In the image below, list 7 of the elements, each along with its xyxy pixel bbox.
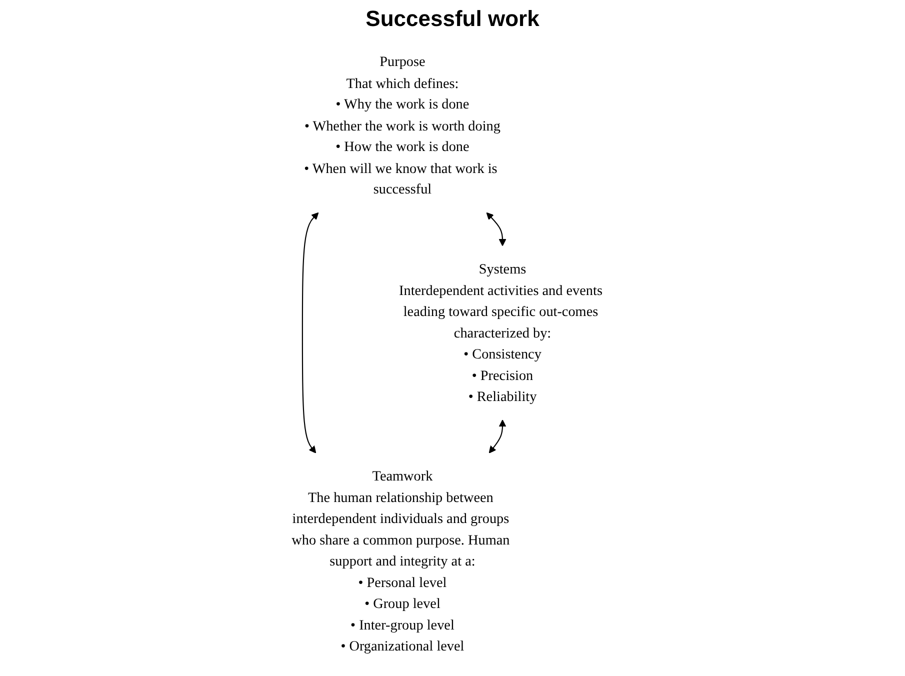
center-label: Successful work [366,6,540,32]
arrow [302,212,319,454]
node-text: Purpose That which defines: • Why the work is done • Whether the work is worth doing • How the work is done • When will we know that work is successful [304,54,500,198]
arrow [486,212,506,246]
arrow [488,420,506,454]
node-text: Systems Interdependent activities and events leading toward specific out-comes characterized by: • Consistency • Precision • Reliability [399,260,602,404]
node-text: Teamwork The human relationship between interdependent individuals and groups who share a common purpose. Human support and integrity at a: • Personal level • Group level • Inter-group level • Organizational level [292,468,510,654]
